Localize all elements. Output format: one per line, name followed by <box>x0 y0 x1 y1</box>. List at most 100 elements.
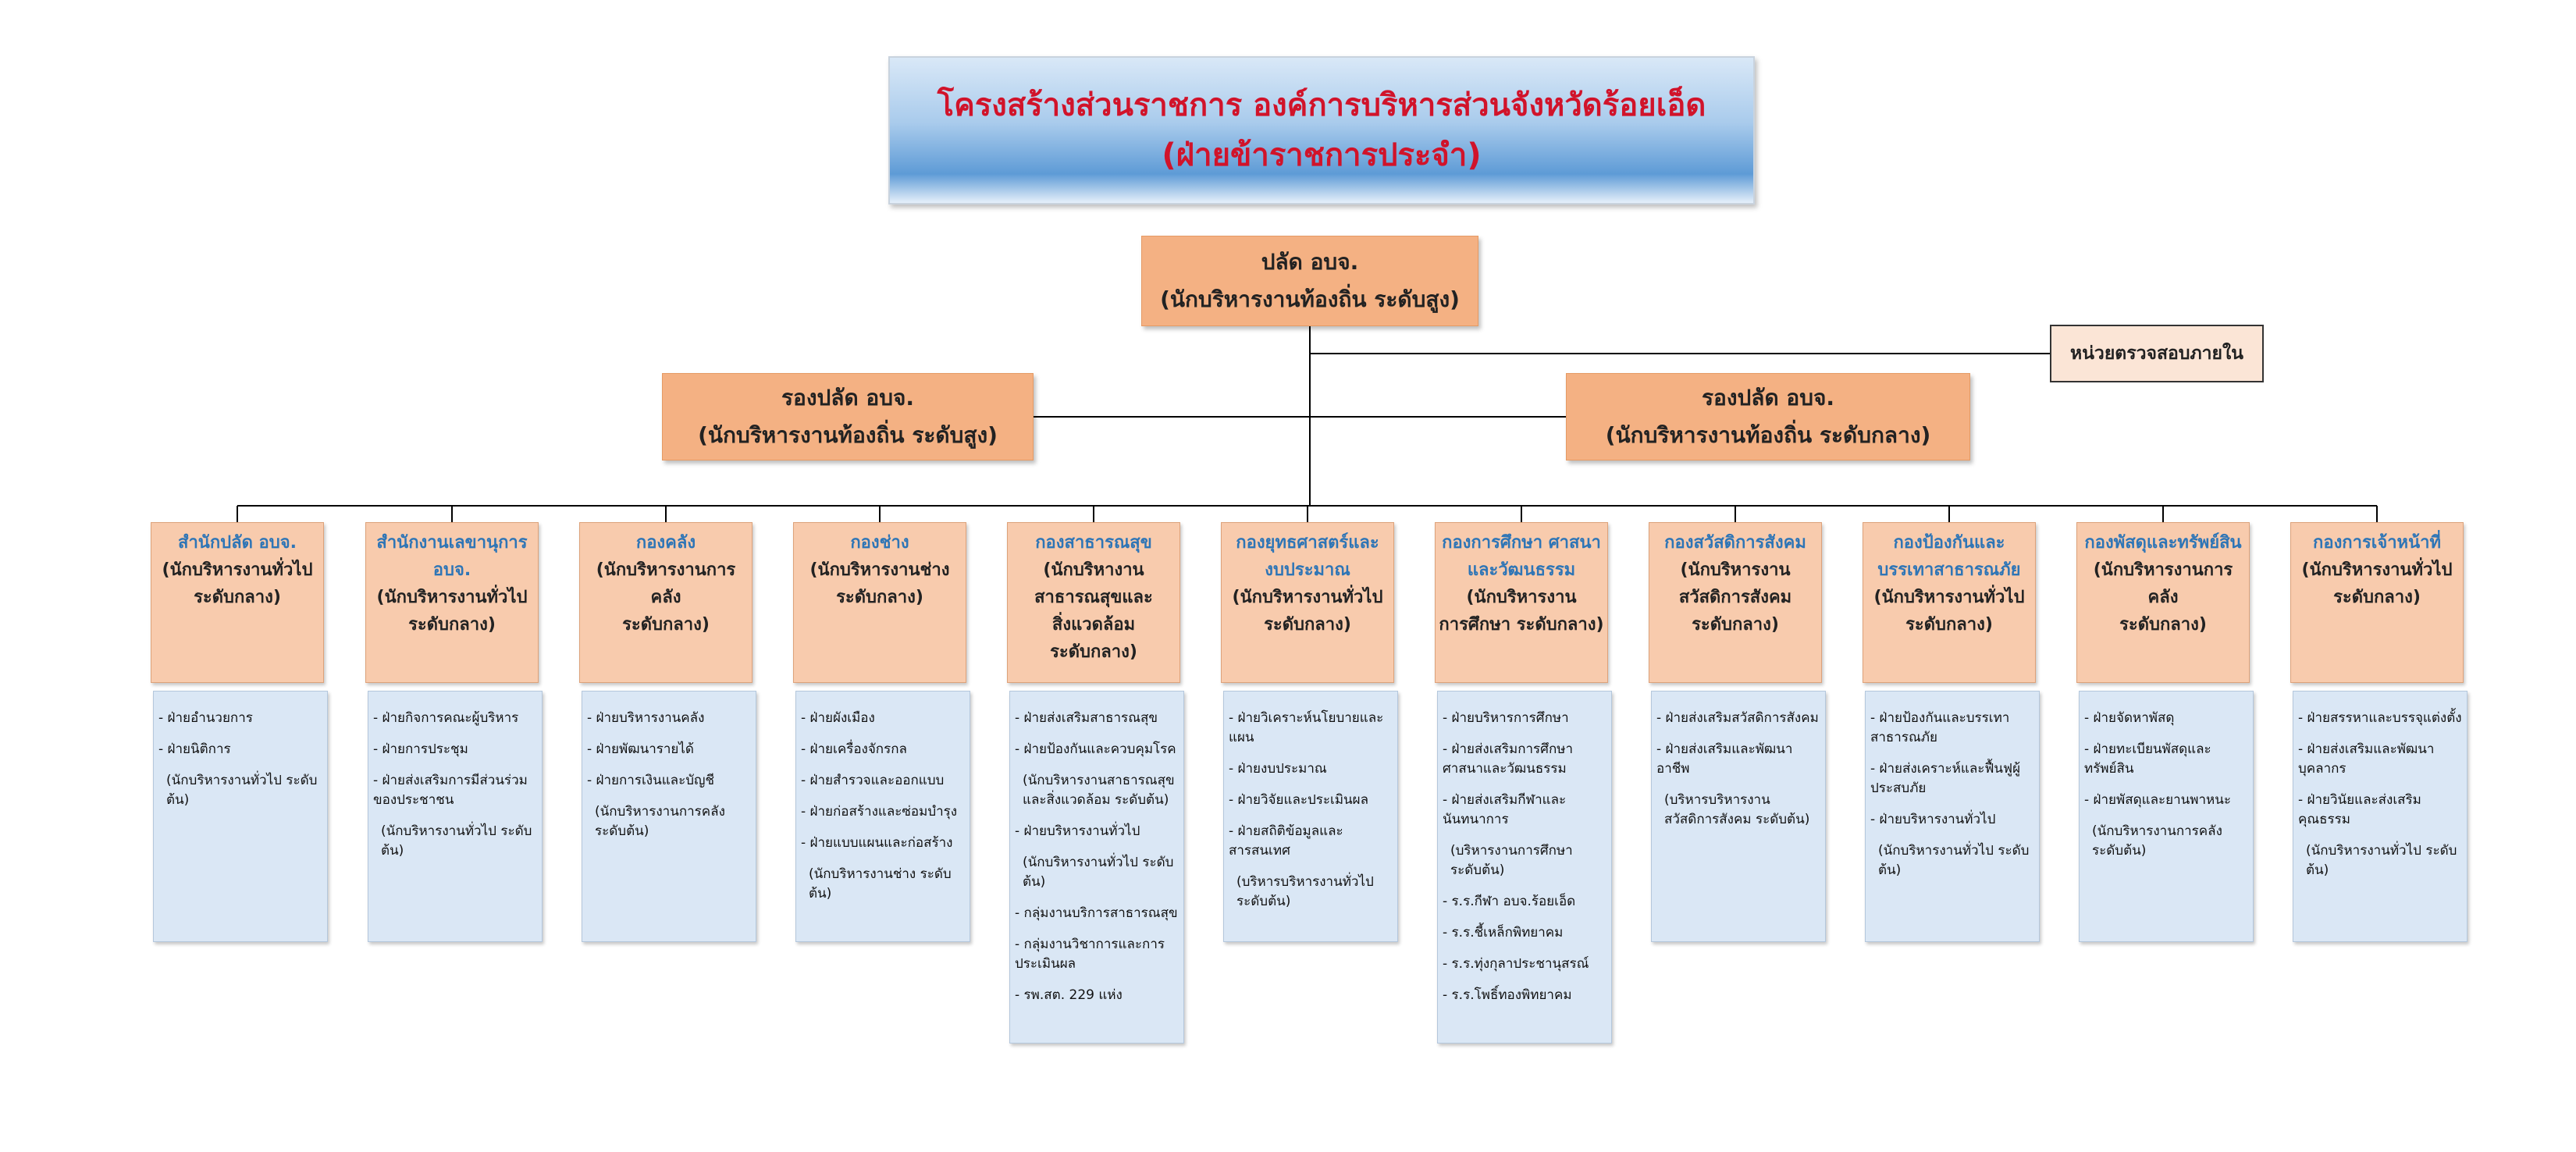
section-item: ฝ่ายการเงินและบัญชี <box>587 771 751 791</box>
deputy-right-rank: (นักบริหารงานท้องถิ่น ระดับกลาง) <box>1605 422 1931 448</box>
section-list: ฝ่ายวิเคราะห์นโยบายและแผนฝ่ายงบประมาณฝ่า… <box>1223 691 1398 942</box>
department-name-line: กองสวัสดิการสังคม <box>1664 533 1806 553</box>
section-rank-note: (นักบริหารงานการคลัง ระดับต้น) <box>595 804 725 839</box>
deputy-right-name: รองปลัด อบจ. <box>1701 385 1835 411</box>
section-item: ฝ่ายทะเบียนพัสดุและทรัพย์สิน <box>2084 740 2248 779</box>
section-list: ฝ่ายจัดหาพัสดุฝ่ายทะเบียนพัสดุและทรัพย์ส… <box>2079 691 2254 942</box>
department-box: กองคลัง(นักบริหารงานการคลังระดับกลาง) <box>579 522 753 683</box>
section-item: ฝ่ายจัดหาพัสดุ <box>2084 709 2248 728</box>
section-item: ฝ่ายส่งเสริมสาธารณสุข <box>1015 709 1179 728</box>
section-item: ฝ่ายป้องกันและควบคุมโรค <box>1015 740 1179 759</box>
department-rank-line: (นักบริหารงาน <box>1680 560 1791 580</box>
department-name-line: อบจ. <box>432 560 471 580</box>
department-rank-line: (นักบริหารงาน <box>1466 588 1577 607</box>
section-item: ฝ่ายสถิติข้อมูลและสารสนเทศ <box>1229 822 1393 861</box>
section-item: ฝ่ายพัสดุและยานพาหนะ <box>2084 791 2248 810</box>
section-rank-note: (นักบริหารงานทั่วไป ระดับต้น) <box>166 773 318 808</box>
section-list: ฝ่ายบริหารงานคลังฝ่ายพัฒนารายได้ฝ่ายการเ… <box>582 691 756 942</box>
deputy-right-box: รองปลัด อบจ. (นักบริหารงานท้องถิ่น ระดับ… <box>1566 373 1970 460</box>
section-list: ฝ่ายป้องกันและบรรเทาสาธารณภัยฝ่ายส่งเครา… <box>1865 691 2040 942</box>
department-rank-line: ระดับกลาง) <box>1692 615 1779 635</box>
section-rank-note: (นักบริหารงานทั่วไป ระดับต้น) <box>1023 855 1174 890</box>
department-box: สำนักงานเลขานุการอบจ. (นักบริหารงานทั่วไป… <box>365 522 539 683</box>
section-item: กลุ่มงานบริการสาธารณสุข <box>1015 904 1179 923</box>
audit-box: หน่วยตรวจสอบภายใน <box>2050 325 2264 382</box>
department-rank-line: (นักบริหารงานทั่วไป <box>1232 588 1383 607</box>
department-name-line: กองการเจ้าหน้าที่ <box>2313 533 2441 553</box>
section-item: ร.ร.ทุ่งกุลาประชานุสรณ์ <box>1443 955 1606 974</box>
department-rank-line: (นักบริหารงานทั่วไป <box>376 588 528 607</box>
section-list: ฝ่ายส่งเสริมสาธารณสุขฝ่ายป้องกันและควบคุ… <box>1009 691 1184 1044</box>
section-item: ฝ่ายนิติการ <box>158 740 322 759</box>
section-item: ฝ่ายบริหารงานคลัง <box>587 709 751 728</box>
section-item: ฝ่ายบริหารการศึกษา <box>1443 709 1606 728</box>
department-name-line: งบประมาณ <box>1265 560 1350 580</box>
deputy-left-rank: (นักบริหารงานท้องถิ่น ระดับสูง) <box>698 422 998 448</box>
chief-box: ปลัด อบจ. (นักบริหารงานท้องถิ่น ระดับสูง… <box>1141 236 1478 326</box>
section-item: ฝ่ายกิจการคณะผู้บริหาร <box>373 709 537 728</box>
section-list: ฝ่ายอำนวยการฝ่ายนิติการ(นักบริหารงานทั่ว… <box>153 691 328 942</box>
department-name-line: กองคลัง <box>635 533 696 553</box>
department-rank-line: (นักบริหารงานทั่วไป <box>2301 560 2453 580</box>
audit-name: หน่วยตรวจสอบภายใน <box>2070 343 2243 364</box>
department-box: กองป้องกันและบรรเทาสาธารณภัย(นักบริหารงา… <box>1863 522 2036 683</box>
department-rank-line: (นักบริหารงานการคลัง <box>2093 560 2233 607</box>
section-rank-note: (นักบริหารงานช่าง ระดับต้น) <box>809 866 952 901</box>
section-rank-note: (นักบริหารงานทั่วไป ระดับต้น) <box>1878 843 2030 878</box>
section-item: ฝ่ายส่งเสริมการศึกษา ศาสนาและวัฒนธรรม <box>1443 740 1606 779</box>
section-rank-note: (บริหารบริหารงานทั่วไป ระดับต้น) <box>1236 874 1374 909</box>
section-item: ฝ่ายพัฒนารายได้ <box>587 740 751 759</box>
department-box: สำนักปลัด อบจ.(นักบริหารงานทั่วไประดับกล… <box>151 522 324 683</box>
department-connectors <box>237 505 2378 522</box>
department-box: กองพัสดุและทรัพย์สิน(นักบริหารงานการคลัง… <box>2076 522 2250 683</box>
department-rank-line: ระดับกลาง) <box>2119 615 2207 635</box>
department-rank-line: (นักบริหางาน <box>1043 560 1144 580</box>
department-name-line: สำนักงานเลขานุการ <box>376 533 528 553</box>
department-box: กองสวัสดิการสังคม (นักบริหารงานสวัสดิการส… <box>1649 522 1822 683</box>
section-item: ฝ่ายสำรวจและออกแบบ <box>801 771 965 791</box>
department-rank-line: ระดับกลาง) <box>836 588 923 607</box>
chief-rank: (นักบริหารงานท้องถิ่น ระดับสูง) <box>1160 286 1460 312</box>
department-box: กองยุทธศาสตร์และงบประมาณ(นักบริหารงานทั่… <box>1221 522 1394 683</box>
department-name-line: กองการศึกษา ศาสนา <box>1442 533 1601 553</box>
section-item: ฝ่ายเครื่องจักรกล <box>801 740 965 759</box>
deputy-left-box: รองปลัด อบจ. (นักบริหารงานท้องถิ่น ระดับ… <box>662 373 1034 460</box>
department-box: กองช่าง(นักบริหารงานช่างระดับกลาง) <box>793 522 966 683</box>
department-name-line: และวัฒนธรรม <box>1467 560 1576 580</box>
department-rank-line: ระดับกลาง) <box>1264 615 1351 635</box>
section-list: ฝ่ายสรรหาและบรรจุแต่งตั้งฝ่ายส่งเสริมและ… <box>2293 691 2467 942</box>
section-item: ร.ร.ชี้เหล็กพิทยาคม <box>1443 923 1606 943</box>
department-name-line: กองช่าง <box>850 533 909 553</box>
section-item: ฝ่ายบริหารงานทั่วไป <box>1015 822 1179 841</box>
section-item: ร.ร.โพธิ์ทองพิทยาคม <box>1443 986 1606 1005</box>
section-list: ฝ่ายกิจการคณะผู้บริหารฝ่ายการประชุมฝ่ายส… <box>368 691 543 942</box>
section-item: ฝ่ายส่งเสริมการมีส่วนร่วมของประชาชน <box>373 771 537 810</box>
department-rank-line: ระดับกลาง) <box>408 615 496 635</box>
department-rank-line: ระดับกลาง) <box>1050 642 1137 662</box>
department-box: กองการศึกษา ศาสนาและวัฒนธรรม (นักบริหารงา… <box>1435 522 1608 683</box>
department-box: กองการเจ้าหน้าที่ (นักบริหารงานทั่วไประดั… <box>2290 522 2464 683</box>
department-rank-line: ระดับกลาง) <box>1905 615 1993 635</box>
department-rank-line: สาธารณสุขและ <box>1034 588 1153 607</box>
section-item: ฝ่ายส่งเคราะห์และฟื้นฟูผู้ประสบภัย <box>1870 759 2034 798</box>
section-item: ฝ่ายส่งเสริมและพัฒนาบุคลากร <box>2298 740 2462 779</box>
section-item: กลุ่มงานวิชาการและการประเมินผล <box>1015 935 1179 974</box>
title-line-1: โครงสร้างส่วนราชการ องค์การบริหารส่วนจัง… <box>937 87 1706 123</box>
section-item: ฝ่ายส่งเสริมสวัสดิการสังคม <box>1656 709 1820 728</box>
section-item: ฝ่ายแบบแผนและก่อสร้าง <box>801 834 965 853</box>
department-rank-line: ระดับกลาง) <box>2333 588 2421 607</box>
department-rank-line: (นักบริหารงานทั่วไป <box>1873 588 2025 607</box>
department-name-line: กองสาธารณสุข <box>1035 533 1152 553</box>
department-name-line: บรรเทาสาธารณภัย <box>1877 560 2021 580</box>
section-item: ฝ่ายวิเคราะห์นโยบายและแผน <box>1229 709 1393 748</box>
section-list: ฝ่ายผังเมืองฝ่ายเครื่องจักรกลฝ่ายสำรวจแล… <box>795 691 970 942</box>
department-rank-line: (นักบริหารงานทั่วไป <box>162 560 313 580</box>
section-item: ฝ่ายก่อสร้างและซ่อมบำรุง <box>801 802 965 822</box>
section-item: ฝ่ายส่งเสริมกีฬาและนันทนาการ <box>1443 791 1606 830</box>
department-rank-line: สวัสดิการสังคม <box>1678 588 1792 607</box>
section-item: ฝ่ายส่งเสริมและพัฒนาอาชีพ <box>1656 740 1820 779</box>
section-list: ฝ่ายส่งเสริมสวัสดิการสังคมฝ่ายส่งเสริมแล… <box>1651 691 1826 942</box>
title-line-2: (ฝ่ายข้าราชการประจำ) <box>1162 137 1482 173</box>
section-item: ฝ่ายวิจัยและประเมินผล <box>1229 791 1393 810</box>
